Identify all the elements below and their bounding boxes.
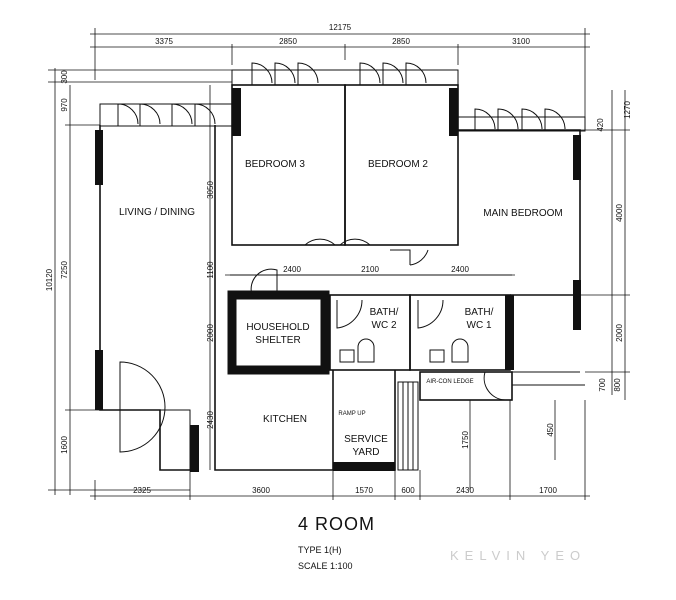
dim-inner-v1: 3050 [206, 181, 215, 199]
dim-mid-3: 2400 [451, 265, 469, 274]
room-bedroom-2: BEDROOM 2 [368, 159, 428, 170]
dim-mid-1: 2400 [283, 265, 301, 274]
watermark: KELVIN YEO [450, 548, 586, 563]
doors [119, 238, 506, 453]
dim-left-top-2: 970 [60, 98, 69, 112]
dim-lower-2: 450 [546, 423, 555, 437]
dim-bottom-1: 2325 [133, 486, 151, 495]
dim-top-1: 3375 [155, 37, 173, 46]
walls [95, 69, 586, 472]
dim-inner-v4: 2430 [206, 411, 215, 429]
dim-right-5: 700 [598, 378, 607, 392]
dim-right-1: 1270 [623, 101, 632, 119]
dim-mid-2: 2100 [361, 265, 379, 274]
room-bath2-line2: WC 2 [372, 320, 397, 331]
room-yard-line1: SERVICE [344, 434, 388, 445]
dim-left-bottom: 1600 [60, 436, 69, 454]
dim-right-3: 4000 [615, 204, 624, 222]
dim-right-6: 800 [613, 378, 622, 392]
dim-bottom-3: 1570 [355, 486, 373, 495]
plan-type: TYPE 1(H) [298, 545, 342, 555]
dim-left-top-1: 300 [60, 70, 69, 84]
room-aircon-ledge: AIR-CON LEDGE [426, 379, 473, 385]
dim-left-inner: 7250 [60, 261, 69, 279]
dim-bottom-5: 2430 [456, 486, 474, 495]
dim-left-outer: 10120 [45, 268, 54, 291]
dim-inner-v2: 1100 [206, 261, 215, 279]
dim-right-2: 420 [596, 118, 605, 132]
dim-right-4: 2000 [615, 324, 624, 342]
left-dimensions: 10120 7250 300 970 1600 [45, 68, 232, 495]
dim-bottom-6: 1700 [539, 486, 557, 495]
room-kitchen: KITCHEN [263, 414, 307, 425]
dim-top-2: 2850 [279, 37, 297, 46]
dim-lower-1: 1750 [461, 431, 470, 449]
room-living-dining: LIVING / DINING [119, 207, 195, 218]
room-bath1-line2: WC 1 [467, 320, 492, 331]
plan-scale: SCALE 1:100 [298, 561, 353, 571]
dim-top-4: 3100 [512, 37, 530, 46]
room-yard-line2: YARD [352, 447, 379, 458]
ramp-label: RAMP UP [338, 411, 365, 417]
dim-overall-width: 12175 [329, 23, 352, 32]
room-shelter-line2: SHELTER [255, 335, 300, 346]
dim-bottom-4: 600 [401, 486, 415, 495]
room-bath2-line1: BATH/ [370, 307, 399, 318]
dim-inner-v3: 2000 [206, 324, 215, 342]
right-dimensions: 1270 420 4000 2000 700 800 1750 450 [461, 90, 632, 490]
top-dimensions: 12175 3375 2850 2850 3100 [90, 23, 590, 125]
room-main-bedroom: MAIN BEDROOM [483, 208, 562, 219]
bottom-dimensions: 2325 3600 1570 600 2430 1700 [90, 400, 590, 500]
windows [117, 62, 566, 131]
middle-dimensions: 2400 2100 2400 3050 1100 2000 2430 [206, 85, 515, 470]
dim-top-3: 2850 [392, 37, 410, 46]
room-bedroom-3: BEDROOM 3 [245, 159, 305, 170]
room-labels: LIVING / DINING BEDROOM 3 BEDROOM 2 MAIN… [119, 159, 563, 458]
dim-bottom-2: 3600 [252, 486, 270, 495]
room-shelter-line1: HOUSEHOLD [246, 322, 309, 333]
sanitary-fixtures [339, 338, 469, 363]
room-bath1-line1: BATH/ [465, 307, 494, 318]
plan-title: 4 ROOM [298, 514, 375, 534]
